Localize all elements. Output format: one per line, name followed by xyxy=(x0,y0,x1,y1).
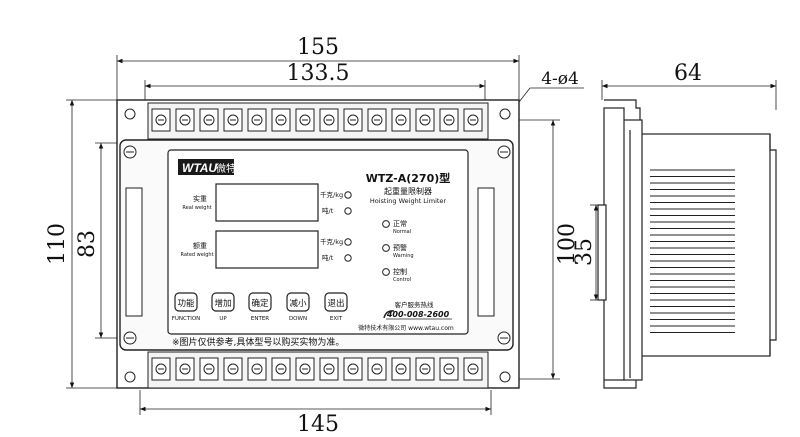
exit-button-label: 退出 xyxy=(327,298,344,309)
status-control-en: Control xyxy=(393,277,411,283)
enter-button[interactable]: 确定 ENTER xyxy=(248,292,272,322)
function-button-sub: FUNCTION xyxy=(172,316,201,322)
rated-weight-display xyxy=(215,230,319,269)
screw-slots xyxy=(126,151,508,339)
t-indicator-led-2 xyxy=(344,254,352,262)
normal-led xyxy=(382,220,390,228)
display1-label-en: Real weight xyxy=(182,205,211,211)
status-normal-en: Normal xyxy=(393,229,411,235)
status-control-cn: 控制 xyxy=(393,267,407,276)
display1-label-cn: 实重 xyxy=(193,194,207,203)
brand-logo xyxy=(178,159,234,175)
display2-label-cn: 额重 xyxy=(193,241,207,250)
control-led xyxy=(382,268,390,276)
brand-name-cn: 微特 xyxy=(216,162,236,175)
dim-depth: 64 xyxy=(674,61,702,86)
title-en: Hoisting Weight Limiter xyxy=(370,197,447,205)
dim-bottom-width: 145 xyxy=(297,412,339,437)
dim-side-window: 35 xyxy=(572,238,597,266)
bottom-terminal-strip xyxy=(147,351,489,389)
display2-unit-kg: 千克/kg xyxy=(320,237,343,246)
dim-overall-height: 110 xyxy=(45,223,70,265)
status-indicators: 正常 Normal 预警 Warning 控制 Control xyxy=(382,219,414,283)
mounting-holes xyxy=(124,108,511,383)
enter-button-sub: ENTER xyxy=(251,316,269,322)
function-button-label: 功能 xyxy=(177,298,195,309)
t-indicator-led xyxy=(344,207,352,215)
up-button-label: 增加 xyxy=(214,298,231,309)
exit-button[interactable]: 退出 EXIT xyxy=(324,292,348,322)
enter-button-label: 确定 xyxy=(251,298,269,309)
display2-unit-t: 吨/t xyxy=(322,253,334,262)
dim-hole-spacing: 133.5 xyxy=(287,61,350,86)
real-weight-display xyxy=(215,183,319,222)
hotline-number: 400-008-2600 xyxy=(386,310,450,319)
dim-hole-spec: 4-ø4 xyxy=(541,69,579,89)
up-button[interactable]: 增加 UP xyxy=(211,292,235,322)
kg-indicator-led-2 xyxy=(344,238,352,246)
top-terminal-strip xyxy=(147,102,489,140)
dim-side-height: 100 xyxy=(555,223,580,265)
down-button[interactable]: 减小 DOWN xyxy=(286,292,310,322)
display2-label-en: Rated weight xyxy=(180,252,213,258)
front-view: WTAU 微特 WTZ-A(270)型 起重量限制器 Hoisting Weig… xyxy=(116,99,520,389)
kg-indicator-led xyxy=(344,191,352,199)
side-view xyxy=(597,99,777,389)
down-button-sub: DOWN xyxy=(289,316,307,322)
display1-unit-kg: 千克/kg xyxy=(320,190,343,199)
bottom-terminals xyxy=(151,357,483,381)
status-warning-en: Warning xyxy=(393,253,414,259)
status-normal-cn: 正常 xyxy=(393,219,407,228)
model-name: WTZ-A(270)型 xyxy=(366,171,451,185)
dim-overall-width: 155 xyxy=(297,35,339,60)
up-button-sub: UP xyxy=(219,316,227,322)
function-button[interactable]: 功能 FUNCTION xyxy=(172,292,201,322)
dim-hole-height: 83 xyxy=(75,230,100,258)
disclaimer-note: ※图片仅供参考,具体型号以购买实物为准。 xyxy=(172,336,344,348)
display1-unit-t: 吨/t xyxy=(322,206,334,215)
warning-led xyxy=(382,244,390,252)
status-warning-cn: 预警 xyxy=(393,243,407,252)
phone-icon xyxy=(383,310,395,319)
exit-button-sub: EXIT xyxy=(330,316,343,322)
title-cn: 起重量限制器 xyxy=(384,186,432,196)
top-terminals xyxy=(151,108,483,132)
right-slot xyxy=(477,187,495,317)
company-info: 微特技术有限公司 www.wtau.com xyxy=(358,324,454,332)
left-slot xyxy=(125,187,143,317)
hotline-label: 客户服务热线 xyxy=(395,300,435,309)
brand-name: WTAU xyxy=(182,161,217,175)
down-button-label: 减小 xyxy=(289,298,307,309)
